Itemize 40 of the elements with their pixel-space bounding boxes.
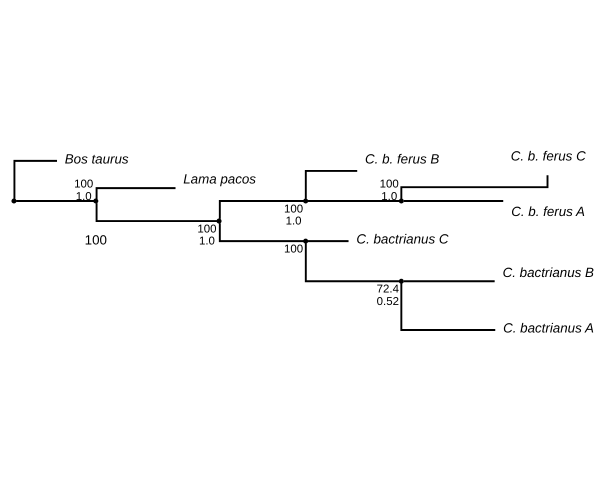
connector <box>304 170 358 199</box>
connector <box>404 280 495 282</box>
node-label: 72.4 <box>376 283 399 296</box>
connector <box>308 240 349 242</box>
label: 100 <box>84 232 107 248</box>
connector <box>304 243 399 282</box>
node-point <box>93 198 98 204</box>
connector <box>218 223 304 242</box>
node-text: C. bactrianus B <box>502 265 594 280</box>
node-label: 0.52 <box>376 296 399 308</box>
node-label: 100 <box>284 243 304 256</box>
node-text: C. bactrianus C <box>356 232 449 247</box>
node-text: C. b. ferus A <box>511 204 585 220</box>
node-text: C. b. ferus B <box>365 151 440 166</box>
node-point <box>11 198 16 204</box>
node-text: Bos taurus <box>64 151 129 166</box>
connector <box>218 200 304 219</box>
node-point <box>398 278 404 284</box>
connector <box>13 160 58 199</box>
node-point <box>303 198 308 204</box>
node-label: 1.0 <box>76 190 92 203</box>
node-label: 100 <box>380 178 399 190</box>
node-label: 100 <box>197 223 216 236</box>
connector <box>96 203 217 222</box>
connector <box>96 187 176 199</box>
connector <box>308 200 400 202</box>
node-text: C. b. ferus C <box>510 148 586 164</box>
node-point <box>398 198 404 204</box>
node-text: C. bactrianus A <box>503 320 594 336</box>
node-label: 1.0 <box>198 236 215 248</box>
node-point <box>216 218 222 224</box>
node-label: 100 <box>284 203 304 216</box>
node-label: 100 <box>74 178 94 190</box>
node-label: 1.0 <box>381 190 398 203</box>
node-label: 1.0 <box>286 216 302 228</box>
connector <box>400 283 496 331</box>
connector <box>16 200 94 202</box>
connector <box>404 200 504 202</box>
node-text: Lama pacos <box>183 172 256 187</box>
node-point <box>303 238 308 244</box>
